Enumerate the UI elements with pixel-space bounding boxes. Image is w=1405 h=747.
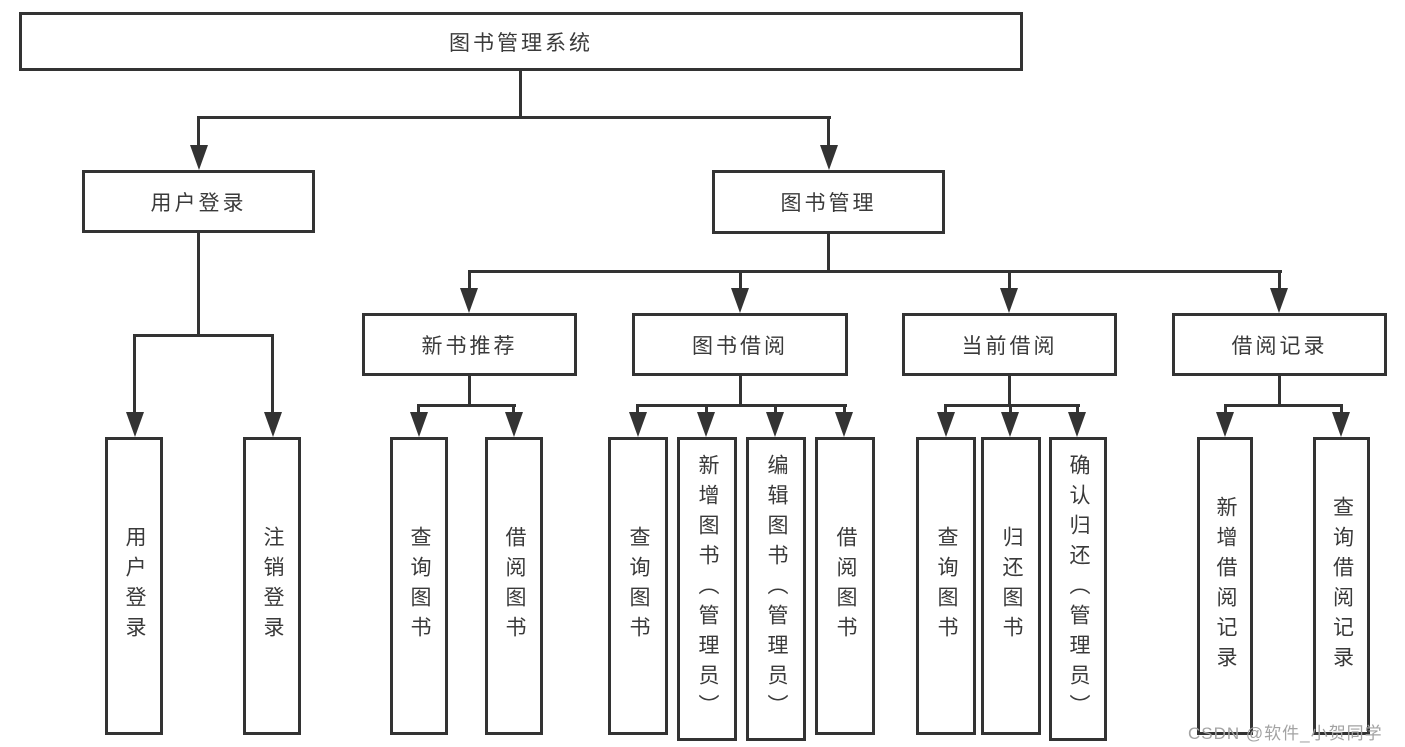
node-label: 当前借阅 xyxy=(961,334,1058,358)
arrow-down-icon xyxy=(410,412,428,437)
node-query-books-current: 查询图书 xyxy=(916,437,976,735)
node-label: 新书推荐 xyxy=(421,334,518,358)
connector-mgmt-stem xyxy=(827,234,830,271)
node-borrow-books-newbooks: 借阅图书 xyxy=(485,437,543,735)
connector-borrow-bar xyxy=(636,404,847,407)
node-label: 用户登录 xyxy=(150,191,247,215)
connector-records-bar xyxy=(1224,404,1343,407)
node-label: 查询图书 xyxy=(935,526,958,646)
connector-mgmt-arm1 xyxy=(468,272,471,289)
connector-userlogin-bar xyxy=(133,334,274,337)
node-label: 借阅图书 xyxy=(503,526,526,646)
node-book-borrowing: 图书借阅 xyxy=(632,313,848,376)
node-label: 确认归还（管理员） xyxy=(1067,454,1090,724)
node-query-books-newbooks: 查询图书 xyxy=(390,437,448,735)
arrow-down-icon xyxy=(1001,412,1019,437)
node-label: 新增图书（管理员） xyxy=(696,454,719,724)
arrow-down-icon xyxy=(937,412,955,437)
arrow-down-icon xyxy=(820,145,838,170)
node-label: 图书借阅 xyxy=(692,334,788,358)
node-label: 借阅记录 xyxy=(1231,334,1328,358)
node-query-borrow-record: 查询借阅记录 xyxy=(1313,437,1370,735)
arrow-down-icon xyxy=(1332,412,1350,437)
connector-userlogin-arm1 xyxy=(133,336,136,413)
arrow-down-icon xyxy=(1270,288,1288,313)
node-current-borrowing: 当前借阅 xyxy=(902,313,1117,376)
arrow-down-icon xyxy=(766,412,784,437)
node-confirm-return-admin: 确认归还（管理员） xyxy=(1049,437,1107,741)
arrow-down-icon xyxy=(697,412,715,437)
connector-root-bar xyxy=(197,116,831,119)
arrow-down-icon xyxy=(731,288,749,313)
connector-records-arm2 xyxy=(1340,406,1343,414)
arrow-down-icon xyxy=(126,412,144,437)
connector-newbooks-stem xyxy=(468,376,471,405)
node-new-book-recommendation: 新书推荐 xyxy=(362,313,577,376)
arrow-down-icon xyxy=(629,412,647,437)
node-borrowing-records: 借阅记录 xyxy=(1172,313,1387,376)
connector-newbooks-bar xyxy=(417,404,516,407)
connector-borrow-arm4 xyxy=(843,406,846,414)
node-user-login: 用户登录 xyxy=(82,170,315,233)
arrow-down-icon xyxy=(190,145,208,170)
arrow-down-icon xyxy=(1068,412,1086,437)
node-label: 图书管理 xyxy=(780,192,877,215)
node-label: 编辑图书（管理员） xyxy=(765,454,788,724)
arrow-down-icon xyxy=(264,412,282,437)
connector-current-arm2 xyxy=(1009,406,1012,414)
connector-userlogin-stem xyxy=(197,233,200,336)
arrow-down-icon xyxy=(1000,288,1018,313)
node-label: 注销登录 xyxy=(261,526,284,646)
connector-borrow-arm3 xyxy=(774,406,777,414)
node-query-books-borrow: 查询图书 xyxy=(608,437,668,735)
arrow-down-icon xyxy=(1216,412,1234,437)
node-label: 归还图书 xyxy=(1000,526,1023,646)
connector-newbooks-arm2 xyxy=(512,406,515,414)
connector-records-arm1 xyxy=(1224,406,1227,414)
node-label: 查询借阅记录 xyxy=(1330,496,1354,676)
csdn-watermark: CSDN @软件_小贺同学 xyxy=(1188,724,1383,743)
node-borrow-books-borrow: 借阅图书 xyxy=(815,437,875,735)
connector-newbooks-arm1 xyxy=(417,406,420,414)
node-book-management: 图书管理 xyxy=(712,170,945,234)
connector-borrow-arm1 xyxy=(636,406,639,414)
arrow-down-icon xyxy=(460,288,478,313)
arrow-down-icon xyxy=(505,412,523,437)
node-return-books: 归还图书 xyxy=(981,437,1041,735)
node-label: 查询图书 xyxy=(627,526,650,646)
connector-root-arm-left xyxy=(197,117,200,146)
node-add-borrow-record: 新增借阅记录 xyxy=(1197,437,1253,735)
connector-mgmt-arm3 xyxy=(1008,272,1011,289)
connector-mgmt-arm4 xyxy=(1278,272,1281,289)
connector-borrow-arm2 xyxy=(705,406,708,414)
node-label: 查询图书 xyxy=(408,526,431,646)
connector-mgmt-arm2 xyxy=(739,272,742,289)
node-edit-books-admin: 编辑图书（管理员） xyxy=(746,437,806,741)
connector-records-stem xyxy=(1278,376,1281,405)
node-add-books-admin: 新增图书（管理员） xyxy=(677,437,737,741)
connector-current-arm3 xyxy=(1076,406,1079,414)
connector-current-arm1 xyxy=(944,406,947,414)
connector-root-arm-right xyxy=(827,117,830,146)
connector-userlogin-arm2 xyxy=(271,336,274,413)
arrow-down-icon xyxy=(835,412,853,437)
node-label: 借阅图书 xyxy=(834,526,857,646)
connector-current-stem xyxy=(1008,376,1011,405)
node-label: 图书管理系统 xyxy=(449,31,593,55)
node-user-login-action: 用户登录 xyxy=(105,437,163,735)
node-logout-action: 注销登录 xyxy=(243,437,301,735)
connector-borrow-stem xyxy=(739,376,742,405)
connector-current-bar xyxy=(944,404,1080,407)
node-label: 用户登录 xyxy=(123,526,146,646)
node-library-management-system: 图书管理系统 xyxy=(19,12,1023,71)
connector-root-stem xyxy=(519,71,522,117)
connector-mgmt-bar xyxy=(468,270,1282,273)
node-label: 新增借阅记录 xyxy=(1214,496,1237,676)
